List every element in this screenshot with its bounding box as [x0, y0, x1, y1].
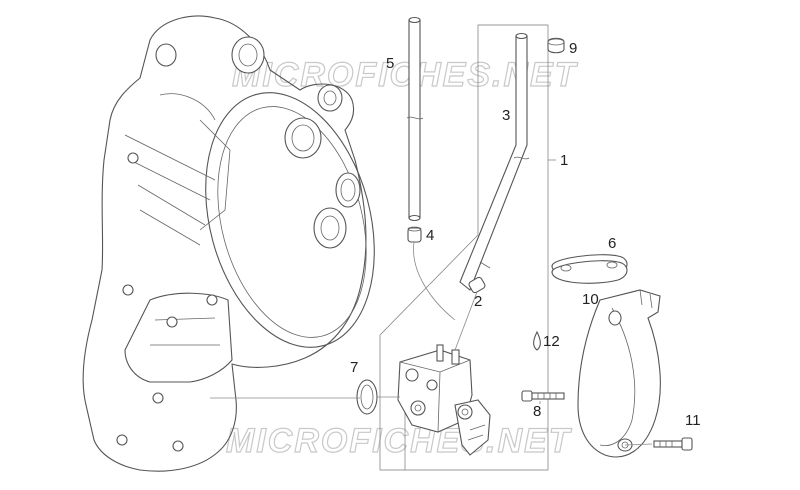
- watermark-bottom: MICROFICHES.NET: [226, 422, 573, 460]
- callout-7: 7: [350, 359, 358, 376]
- oil-pump: [397, 344, 491, 456]
- sealant-drop-part-12: [533, 330, 541, 351]
- callout-9: 9: [569, 40, 577, 57]
- gasket-part-6: [551, 254, 628, 284]
- callout-11: 11: [685, 412, 701, 429]
- callout-10: 10: [582, 291, 599, 308]
- oil-pipe-part-3: [459, 32, 530, 291]
- callout-2: 2: [474, 293, 482, 310]
- callout-3: 3: [502, 107, 510, 124]
- callout-8: 8: [533, 403, 541, 420]
- callout-1: 1: [560, 152, 568, 169]
- hose-clip-part-2: [468, 276, 486, 294]
- callout-6: 6: [608, 235, 616, 252]
- oil-pipe-part-5: [406, 16, 424, 222]
- screw-part-11: [653, 437, 693, 451]
- callout-4: 4: [426, 227, 434, 244]
- o-ring-part-7: [356, 379, 378, 415]
- callout-labels: 1 2 3 4 5 6 7 8 9 10 11 12: [350, 40, 701, 429]
- engine-cover: [82, 15, 375, 472]
- screw-part-8: [521, 390, 565, 402]
- callout-12: 12: [543, 333, 560, 350]
- cover-plate-part-10: [577, 289, 661, 458]
- leader-lines: [210, 159, 653, 446]
- hose-clip-part-4: [407, 226, 422, 243]
- callout-5: 5: [386, 55, 394, 72]
- clip-part-9: [547, 37, 565, 54]
